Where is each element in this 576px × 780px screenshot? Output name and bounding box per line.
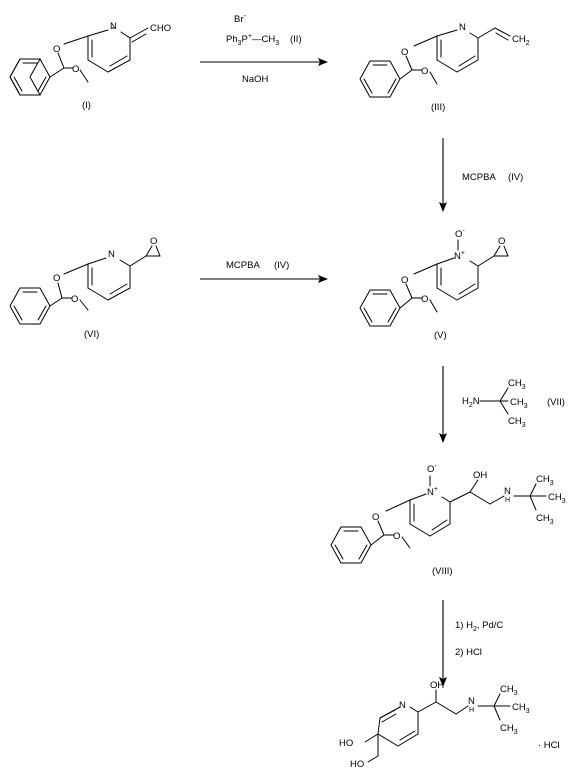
atom-N: N [110, 21, 117, 32]
atom-N: N+ [454, 250, 465, 262]
compound-label: (VI) [84, 329, 99, 340]
reagent-ref-IV: (IV) [274, 260, 289, 271]
atom-O-lower: O [421, 294, 428, 305]
reagent-ref-VII: (VII) [547, 397, 565, 408]
group-HO-upper: HO [339, 738, 353, 749]
reagent-step-2: 2) HCl [455, 647, 482, 658]
compound-label: (V) [434, 330, 447, 341]
reagent-phosphonium: Ph3P+—CH3 [226, 33, 279, 47]
ch3-right: CH3 [548, 492, 566, 505]
reagent-anion: Br- [234, 13, 247, 25]
reagent-ch3-right: CH3 [510, 397, 528, 410]
ch3-right: CH3 [512, 702, 530, 715]
phenyl-ring-outline [9, 58, 51, 96]
atom-O-lower: O [421, 66, 428, 77]
atom-O-epoxide: O [150, 236, 157, 247]
reagent-mcpba: MCPBA [462, 172, 496, 183]
ch3-top: CH3 [500, 684, 518, 697]
atom-N: N [459, 22, 466, 33]
reagent-amine-H2N: H2N [462, 396, 480, 409]
compound-label: (III) [431, 102, 445, 113]
reaction-arrow-2: MCPBA (IV) [439, 138, 523, 212]
atom-NH-N: N [504, 486, 511, 497]
compound-V: N+ O- O O O (V) [359, 228, 509, 341]
reaction-arrow-1: Br- Ph3P+—CH3 (II) NaOH [200, 13, 328, 85]
group-HO-lower: HO [350, 759, 364, 770]
atom-O-lower: O [72, 64, 79, 75]
atom-N: N [399, 700, 406, 711]
reagent-ch3-bottom: CH3 [508, 416, 526, 429]
reaction-arrow-3: MCPBA (IV) [200, 260, 328, 283]
atom-O-upper: O [401, 275, 408, 286]
reagent-ch3-top: CH3 [508, 378, 526, 391]
ch3-bottom: CH3 [536, 513, 554, 526]
reaction-arrow-4: H2N CH3 CH3 CH3 (VII) [439, 366, 565, 443]
reagent-base: NaOH [242, 74, 269, 85]
atom-O-upper: O [53, 44, 60, 55]
compound-I: N CHO O O (I) [9, 21, 171, 111]
group-CHO: CHO [150, 23, 171, 34]
atom-O-lower: O [393, 531, 400, 542]
atom-O-upper: O [401, 47, 408, 58]
reagent-mcpba: MCPBA [226, 260, 260, 271]
atom-O-epoxide: O [498, 236, 505, 247]
atom-O-upper: O [53, 273, 60, 284]
compound-label: (I) [82, 100, 91, 111]
atom-NH-N: N [468, 696, 475, 707]
atom-O-oxide: O- [427, 463, 437, 475]
group-OH: OH [473, 470, 487, 481]
atom-NH-H: H [505, 497, 510, 504]
ch3-bottom: CH3 [500, 723, 518, 736]
compound-III: N CH2 O O (III) [359, 22, 530, 113]
compound-VI: N O O O (VI) [9, 236, 161, 340]
atom-O-lower: O [71, 294, 78, 305]
atom-N: N+ [427, 486, 438, 498]
group-CH2: CH2 [512, 34, 530, 47]
atom-N: N [108, 249, 115, 260]
reagent-step-1: 1) H2, Pd/C [455, 620, 503, 633]
atom-NH-H: H [469, 707, 474, 714]
group-OH: OH [430, 680, 444, 691]
compound-label: (VIII) [432, 566, 453, 577]
reagent-ref-II: (II) [290, 34, 302, 45]
compound-final: N OH N H HO HO CH3 CH3 CH3 · HCl [339, 680, 560, 770]
reaction-arrow-5: 1) H2, Pd/C 2) HCl [439, 600, 503, 687]
reagent-ref-IV: (IV) [508, 172, 523, 183]
salt-hcl: · HCl [538, 740, 560, 751]
atom-O-upper: O [372, 512, 379, 523]
ch3-top: CH3 [536, 474, 554, 487]
atom-O-oxide: O- [455, 228, 465, 240]
compound-VIII: N+ O- OH N H O O CH3 CH3 CH3 (VIII) [330, 463, 566, 577]
